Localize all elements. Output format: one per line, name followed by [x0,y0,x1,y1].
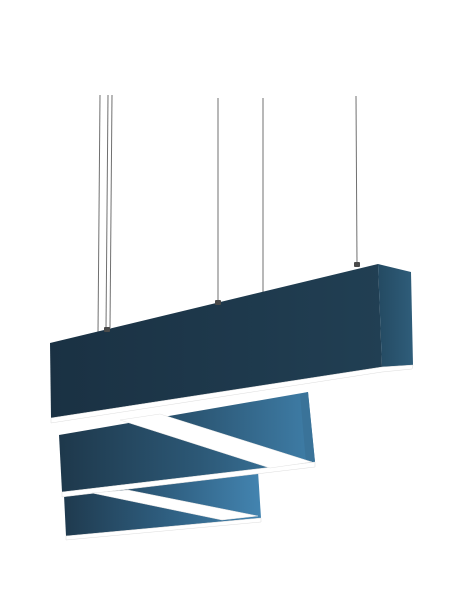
lower-diagonal-led [91,489,259,521]
cable-grip-3 [354,262,360,267]
upper-diagonal-led [119,413,313,469]
suspension-cables [97,94,358,334]
lower-tier-led-strip [65,517,262,541]
lamp-tier-middle [59,392,316,498]
middle-tier-body [59,392,315,492]
cable-2 [105,94,109,330]
cable-grips [104,262,360,332]
cable-6 [355,95,358,266]
middle-tier-end-cap [300,392,315,463]
lamp-tier-top [50,264,414,424]
cable-3 [109,94,113,329]
cable-grip-2 [215,300,221,305]
top-tier-end-face [378,264,413,367]
zigzag-led-diagonals [91,413,313,521]
middle-tier-led-strip [61,461,316,498]
top-tier-led-strip [50,364,414,424]
cable-1 [97,94,101,334]
cable-grip-1 [104,327,110,332]
top-tier-front-face [50,264,382,418]
